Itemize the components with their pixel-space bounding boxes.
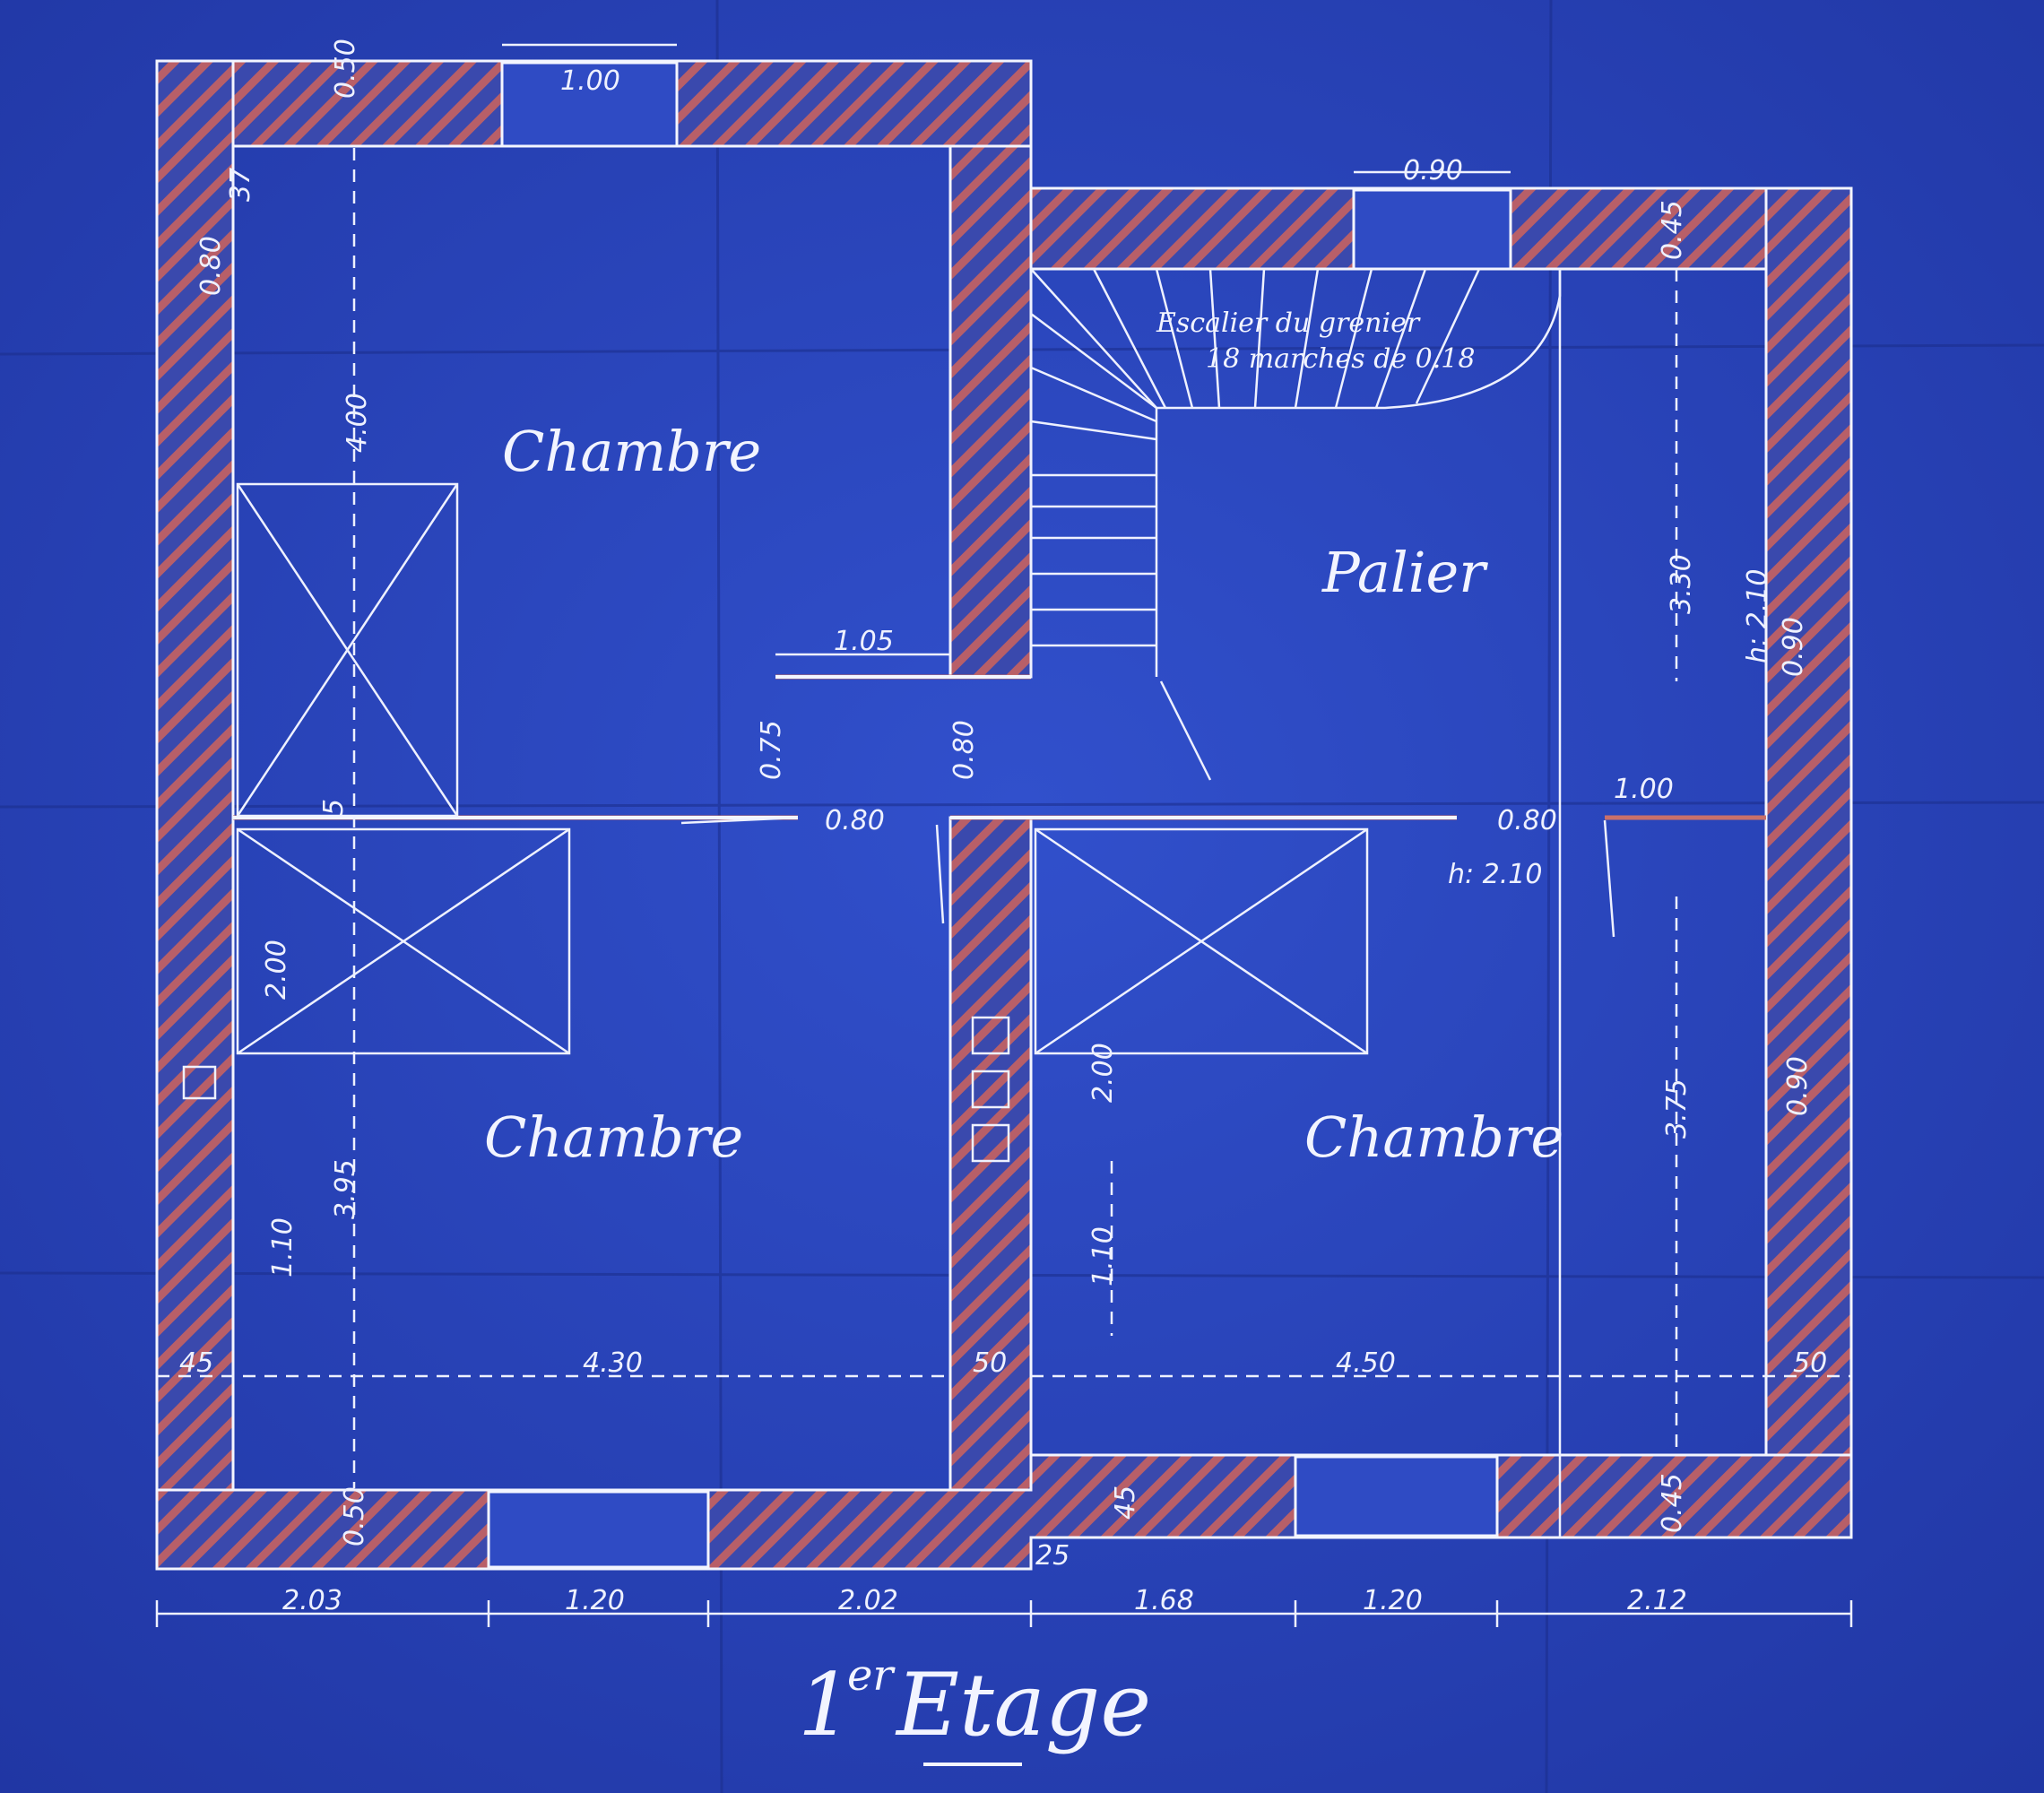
plan-title: 1 er Etage xyxy=(798,1650,1151,1766)
dim-top-window: 1.00 xyxy=(560,65,620,97)
dim-corr-080: 0.80 xyxy=(948,720,980,780)
dim-se-110: 1.10 xyxy=(1087,1226,1119,1286)
wall-middle xyxy=(948,816,1033,1492)
dim-nw-080: 0.80 xyxy=(195,236,227,296)
dim-w-430: 4.30 xyxy=(583,1347,643,1379)
window-south-left xyxy=(487,1490,710,1569)
window-ne xyxy=(1352,188,1512,271)
room-label-chambre-se: Chambre xyxy=(1304,1104,1563,1170)
stair-note-line1: Escalier du grenier xyxy=(1156,307,1421,339)
bottom-dim-5: 1.20 xyxy=(1363,1585,1423,1616)
dim-sw-5: 5 xyxy=(318,799,350,816)
dim-ne-window: 0.90 xyxy=(1403,155,1463,186)
dim-se-200: 2.00 xyxy=(1087,1043,1119,1103)
window-top xyxy=(500,61,679,148)
dim-sw-395: 3.95 xyxy=(330,1159,361,1219)
dim-e-h210: h: 2.10 xyxy=(1742,569,1773,663)
dim-ne-wall: 0.45 xyxy=(1657,200,1688,260)
dim-m-50: 50 xyxy=(973,1347,1007,1379)
dim-s-050: 0.50 xyxy=(339,1486,370,1546)
dim-e-375: 3.75 xyxy=(1661,1078,1693,1139)
windows xyxy=(487,61,1512,1569)
dim-e-330: 3.30 xyxy=(1666,554,1697,614)
dim-sw-110: 1.10 xyxy=(267,1217,299,1278)
dim-door-075: 0.75 xyxy=(756,720,787,780)
bottom-dim-1: 2.03 xyxy=(282,1585,342,1616)
title-number: 1 xyxy=(798,1655,853,1755)
dim-nw-height: 4.00 xyxy=(342,393,373,453)
dim-e-090-top: 0.90 xyxy=(1778,617,1809,677)
dim-e-50: 50 xyxy=(1793,1347,1827,1379)
bottom-dim-4: 1.68 xyxy=(1134,1585,1194,1616)
dim-sw-200: 2.00 xyxy=(261,940,292,1000)
title-superscript: er xyxy=(847,1650,896,1701)
bottom-dim-3: 2.02 xyxy=(838,1585,898,1616)
room-label-chambre-nw: Chambre xyxy=(502,419,761,484)
dim-nw-37: 37 xyxy=(225,168,256,202)
partitions xyxy=(233,269,1766,1537)
dim-door-105: 1.05 xyxy=(834,626,894,657)
dimension-lines xyxy=(155,43,1853,1627)
room-label-palier: Palier xyxy=(1321,540,1488,605)
furniture-boxes xyxy=(182,482,1369,1163)
window-south-right xyxy=(1294,1455,1499,1537)
bottom-dim-2: 1.20 xyxy=(565,1585,625,1616)
dim-h210-right: h: 2.10 xyxy=(1448,859,1542,890)
door-swings xyxy=(680,680,1615,938)
wall-nw-east xyxy=(948,144,1033,679)
dim-s-045-right: 0.45 xyxy=(1657,1473,1688,1533)
stair-note-line2: 18 marches de 0.18 xyxy=(1206,343,1475,375)
title-word: Etage xyxy=(895,1655,1151,1755)
dim-s-25: 25 xyxy=(1035,1540,1070,1572)
bottom-dim-6: 2.12 xyxy=(1627,1585,1687,1616)
dim-e-090-bot: 0.90 xyxy=(1782,1056,1814,1116)
room-label-chambre-sw: Chambre xyxy=(484,1104,743,1170)
staircase xyxy=(1029,268,1562,677)
dim-door-100: 1.00 xyxy=(1614,774,1674,805)
dim-w-45: 45 xyxy=(179,1347,213,1379)
dim-s-045-mid: 45 xyxy=(1110,1486,1141,1520)
wall-east xyxy=(1764,186,1853,1539)
dim-top-wall: 0.50 xyxy=(330,39,361,99)
dim-door-080-left: 0.80 xyxy=(825,805,885,836)
dim-e-450: 4.50 xyxy=(1336,1347,1396,1379)
dim-door-080-right: 0.80 xyxy=(1497,805,1557,836)
